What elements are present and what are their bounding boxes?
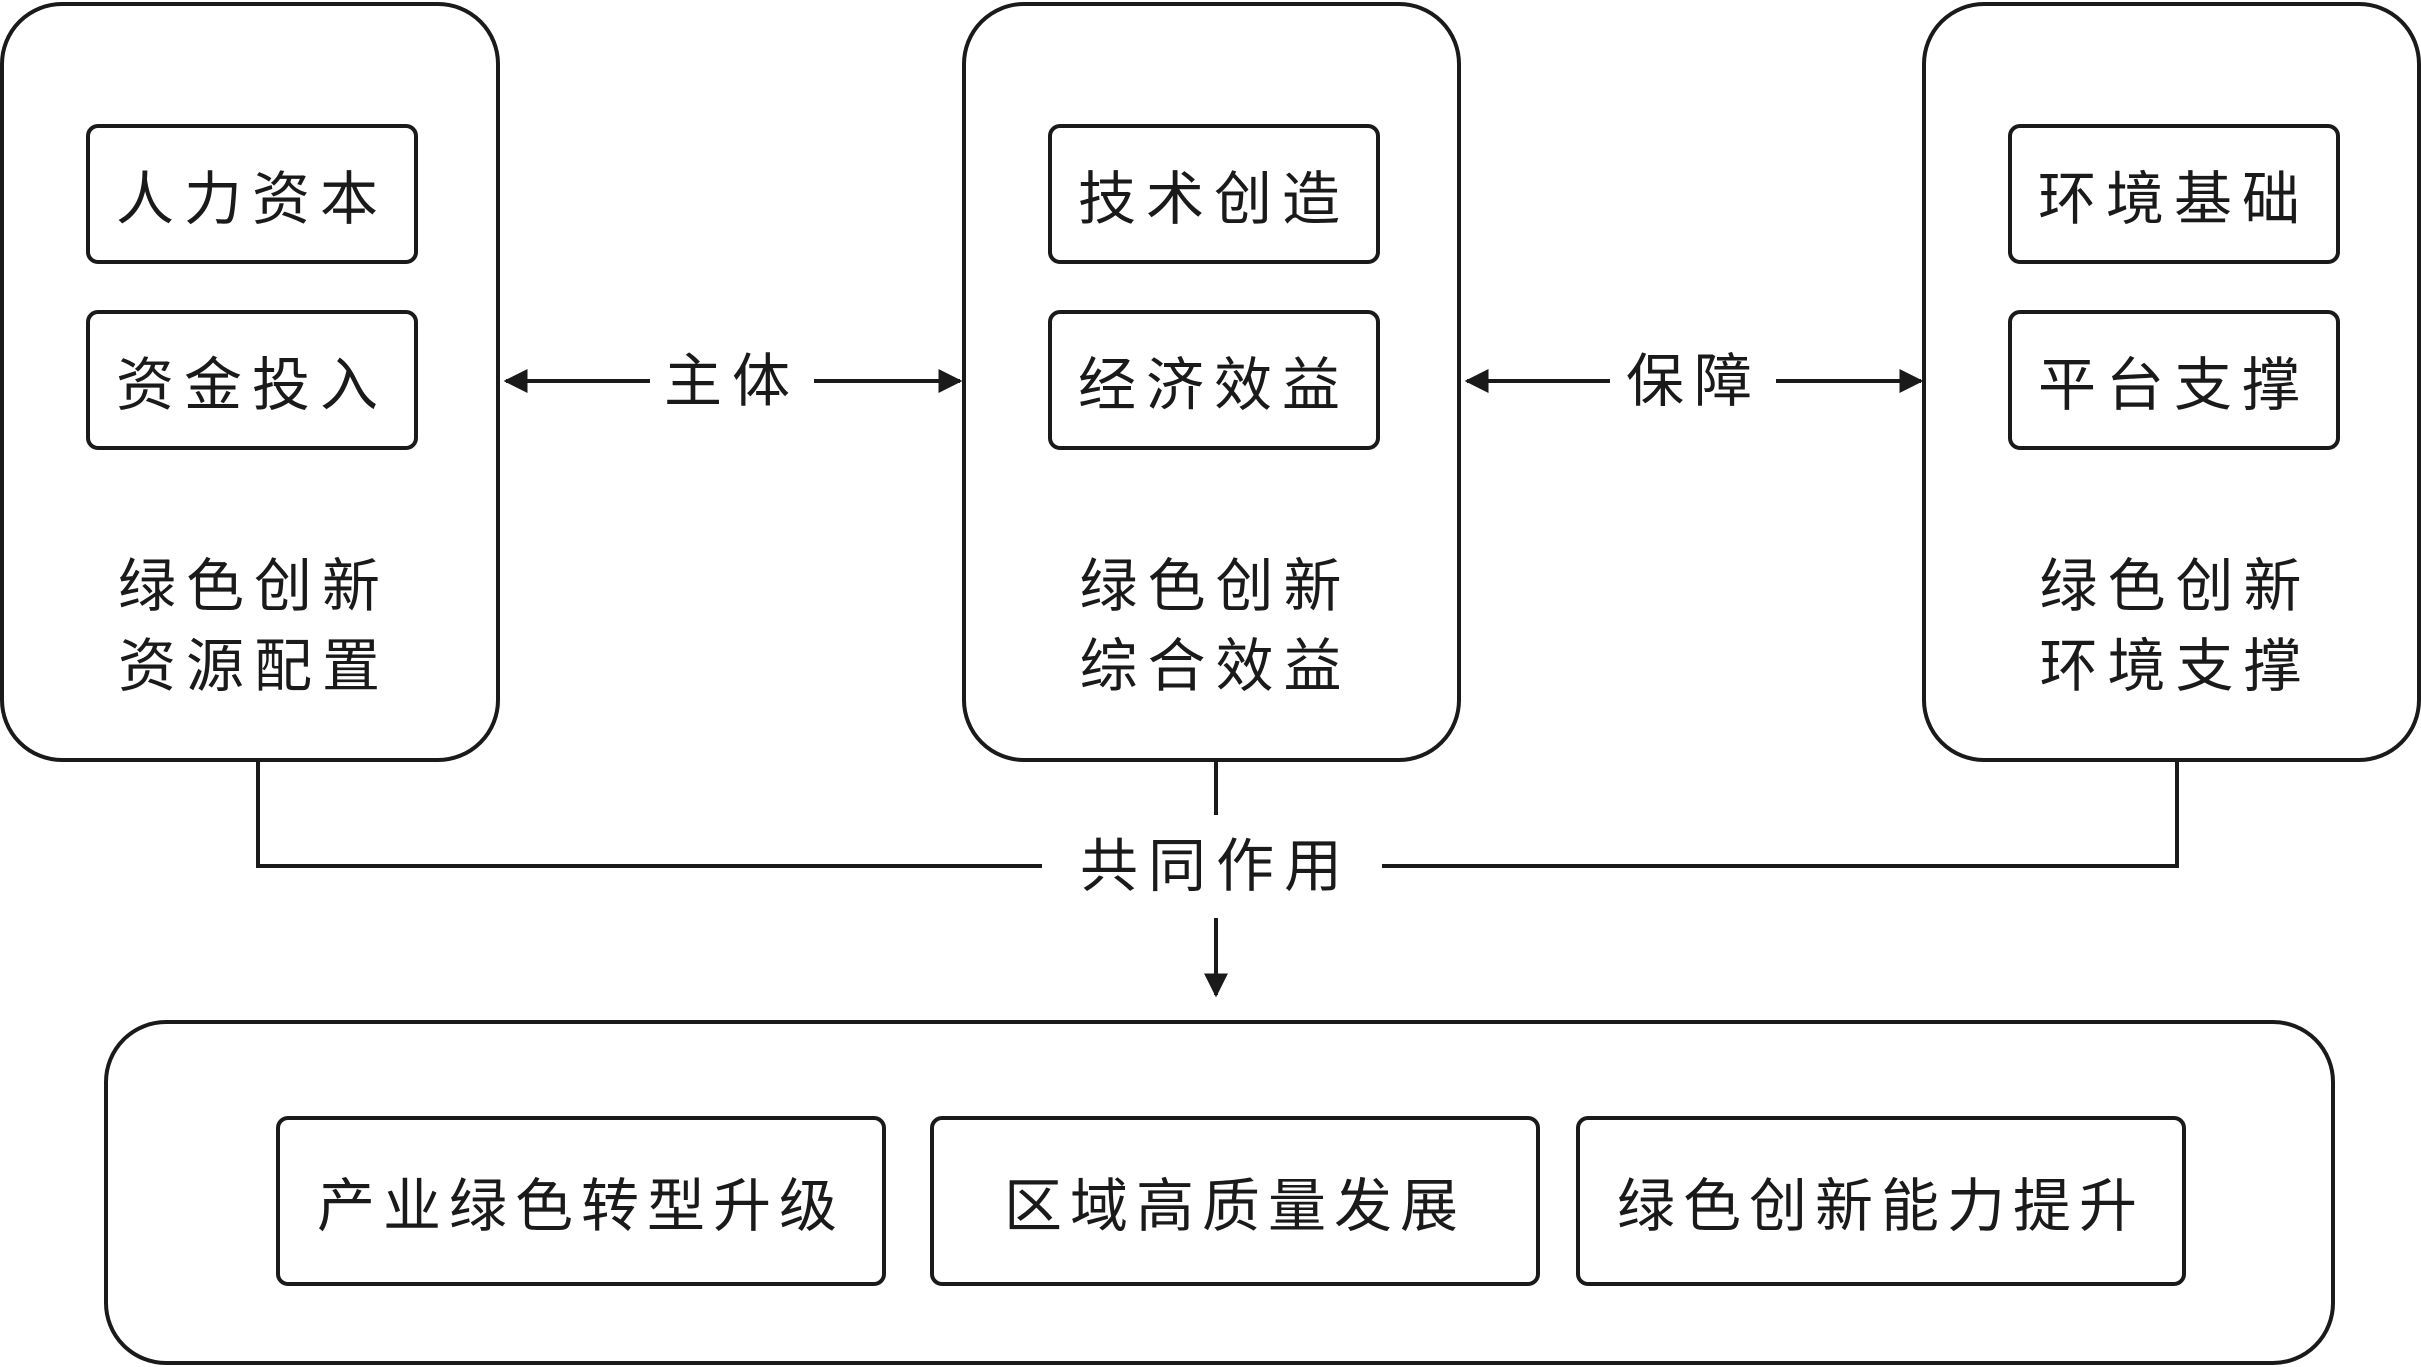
line-from-resource <box>256 749 1042 868</box>
outcome-green-innovation-capacity: 绿色创新能力提升 <box>1576 1116 2186 1286</box>
caption-line-1: 绿色创新 <box>117 552 390 620</box>
caption-line-2: 综合效益 <box>1079 632 1352 700</box>
caption-line-1: 绿色创新 <box>1079 552 1352 620</box>
item-economic-benefit: 经济效益 <box>1048 310 1380 450</box>
item-environment-foundation: 环境基础 <box>2008 124 2340 264</box>
caption-line-2: 资源配置 <box>117 632 390 700</box>
group-outcomes: 产业绿色转型升级 区域高质量发展 绿色创新能力提升 <box>104 1020 2335 1365</box>
line-from-environment <box>1382 762 2179 868</box>
caption-environment-support: 绿色创新 环境支撑 <box>1926 546 2421 706</box>
item-tech-creation: 技术创造 <box>1048 124 1380 264</box>
relation-label-joint-effect: 共同作用 <box>1066 831 1367 901</box>
outcome-regional-high-quality: 区域高质量发展 <box>930 1116 1540 1286</box>
item-human-capital: 人力资本 <box>86 124 418 264</box>
outcome-industry-green-upgrade: 产业绿色转型升级 <box>276 1116 886 1286</box>
caption-resource-allocation: 绿色创新 资源配置 <box>4 546 504 706</box>
group-environment-support: 环境基础 平台支撑 绿色创新 环境支撑 <box>1922 2 2421 762</box>
caption-comprehensive-benefit: 绿色创新 综合效益 <box>966 546 1465 706</box>
relation-label-subject: 主体 <box>650 346 815 416</box>
caption-line-1: 绿色创新 <box>2039 552 2312 620</box>
group-comprehensive-benefit: 技术创造 经济效益 绿色创新 综合效益 <box>962 2 1461 762</box>
relation-label-guarantee: 保障 <box>1612 346 1777 416</box>
caption-line-2: 环境支撑 <box>2039 632 2312 700</box>
item-capital-input: 资金投入 <box>86 310 418 450</box>
item-platform-support: 平台支撑 <box>2008 310 2340 450</box>
group-resource-allocation: 人力资本 资金投入 绿色创新 资源配置 <box>0 2 500 762</box>
